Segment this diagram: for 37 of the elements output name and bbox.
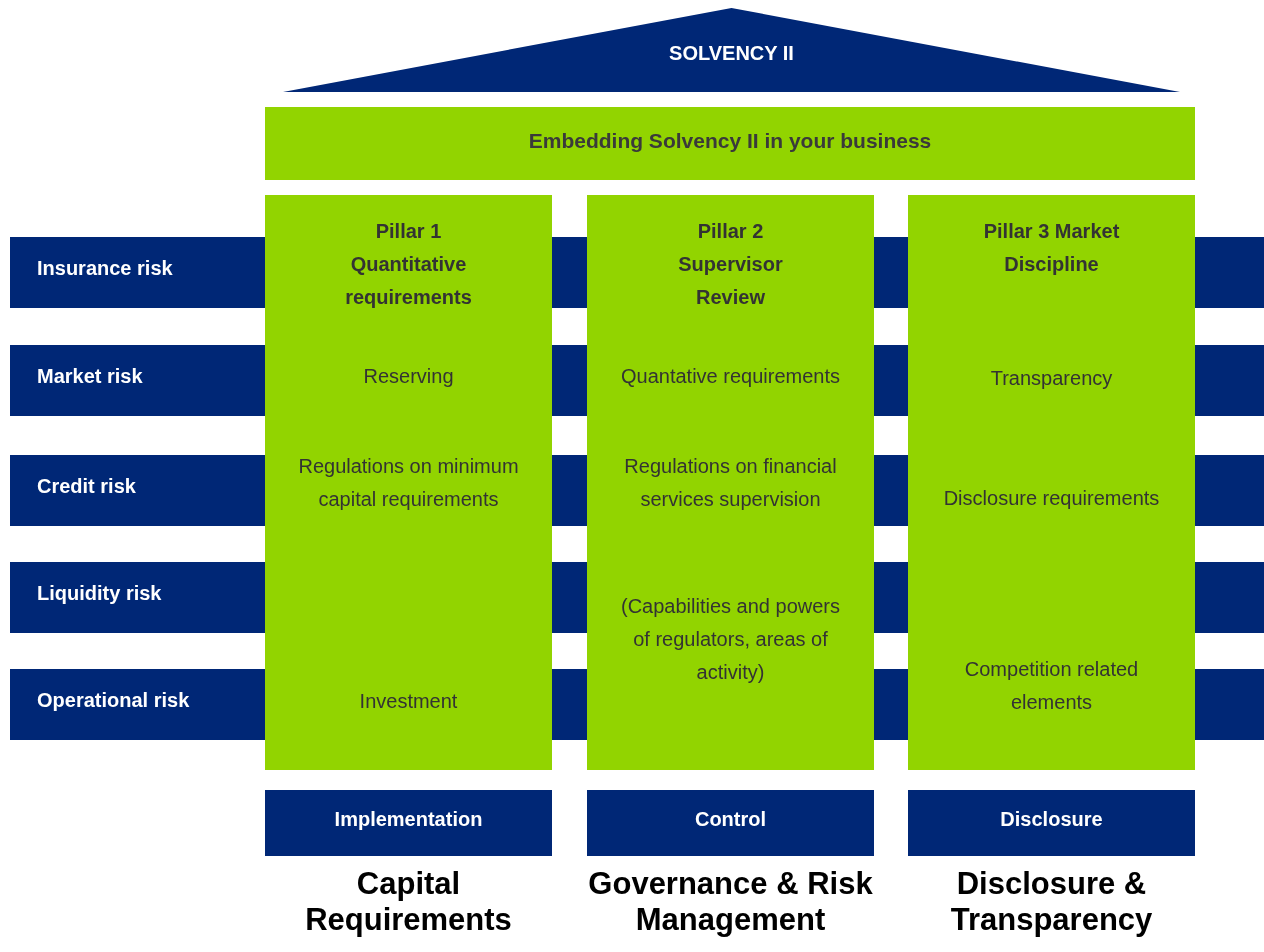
pillar-column — [265, 195, 552, 770]
risk-label: Market risk — [37, 365, 143, 388]
pillar-caption: Capital Requirements — [304, 866, 513, 938]
pillar-column — [587, 195, 874, 770]
base-box — [265, 790, 552, 856]
pillar-item: Competition related elements — [963, 657, 1140, 715]
pillar-item: Regulations on minimum capital requirements — [297, 454, 520, 512]
risk-band — [10, 562, 265, 633]
base-box — [587, 790, 874, 856]
pillar-heading: Pillar 3 Market Discipline — [982, 219, 1121, 277]
pillar-item: Investment — [358, 689, 459, 714]
base-label: Control — [694, 808, 767, 831]
pillar-heading: Pillar 2 Supervisor Review — [677, 219, 784, 310]
pillar-item: Disclosure requirements — [942, 486, 1161, 511]
base-box — [908, 790, 1195, 856]
pillar-heading: Pillar 1 Quantitative requirements — [344, 219, 473, 310]
risk-label: Insurance risk — [37, 257, 173, 280]
risk-band — [10, 669, 265, 740]
pillar-item: Quantative requirements — [620, 364, 841, 389]
risk-label: Operational risk — [37, 689, 190, 712]
pillar-item: Regulations on financial services supervision — [623, 454, 838, 512]
banner-box — [265, 107, 1195, 180]
pillar-caption: Disclosure & Transparency — [949, 866, 1154, 938]
risk-label: Credit risk — [37, 475, 136, 498]
roof-title: SOLVENCY II — [669, 42, 794, 65]
banner-text: Embedding Solvency II in your business — [528, 129, 932, 153]
pillar-item: (Capabilities and powers of regulators, areas of activity) — [620, 594, 841, 685]
pillar-item: Reserving — [362, 364, 455, 389]
risk-band — [10, 237, 265, 308]
pillar-column — [908, 195, 1195, 770]
pillar-caption: Governance & Risk Management — [587, 866, 874, 938]
pillar-item: Transparency — [989, 366, 1114, 391]
risk-band — [10, 455, 265, 526]
risk-band — [10, 345, 265, 416]
base-label: Disclosure — [1000, 808, 1103, 831]
base-label: Implementation — [334, 808, 483, 831]
risk-label: Liquidity risk — [37, 582, 162, 605]
